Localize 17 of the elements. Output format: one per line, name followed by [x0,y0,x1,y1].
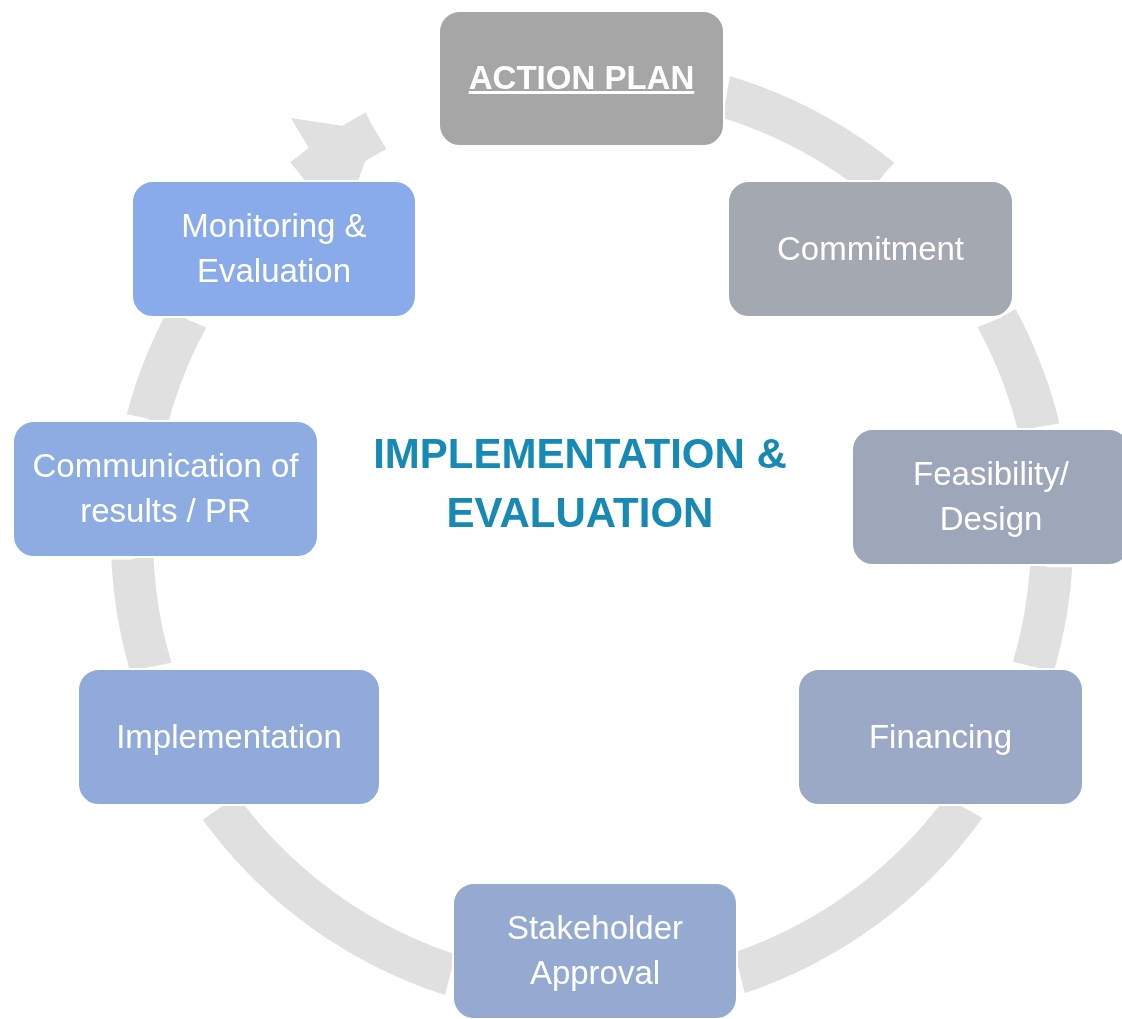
step-label: Stakeholder Approval [505,908,685,993]
process-box [797,668,1084,806]
process-box [438,10,725,147]
process-box [77,668,381,806]
step-label: Feasibility/ Design [912,454,1070,539]
process-box [12,420,319,558]
step-label: Implementation [116,716,342,757]
process-box [727,180,1014,318]
process-box [131,180,417,318]
step-label: Monitoring & Evaluation [180,206,368,291]
step-label: Commitment [777,228,964,269]
process-box [452,882,738,1019]
process-box [851,428,1122,566]
diagram-title: IMPLEMENTATION & EVALUATION [372,429,788,538]
step-label: Financing [868,716,1013,757]
step-label: Communication of results / PR [31,446,300,531]
step-label: ACTION PLAN [468,58,695,99]
